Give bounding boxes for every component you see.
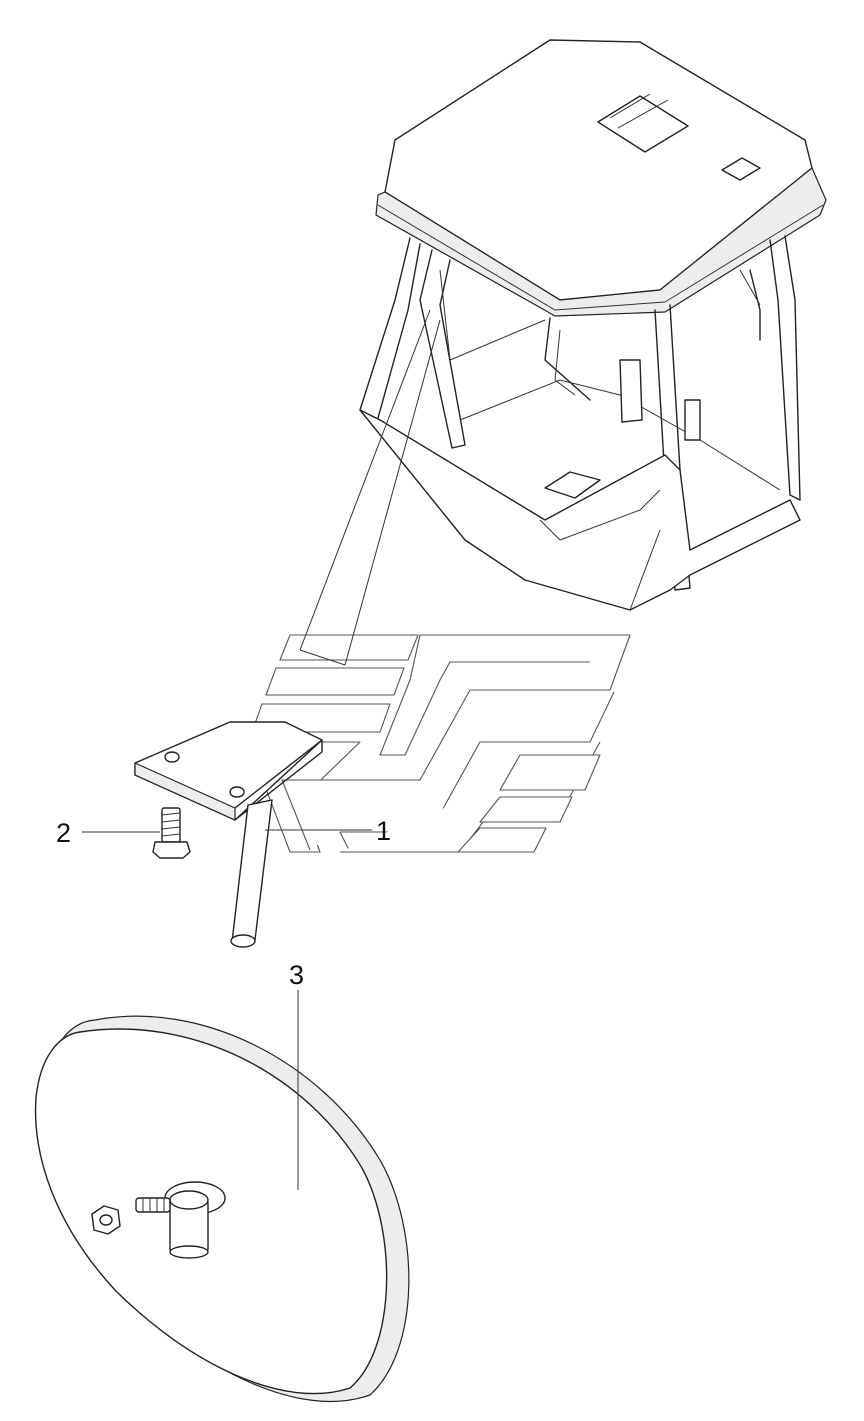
logo-watermark-icon <box>251 634 631 853</box>
callout-1-label: 1 <box>376 816 391 846</box>
mirror-bracket-icon <box>134 721 323 948</box>
operator-cab-icon <box>359 39 827 611</box>
callout-3: 3 <box>289 960 304 1190</box>
callout-2: 2 <box>56 818 160 848</box>
callout-1: 1 <box>265 816 391 846</box>
callout-3-label: 3 <box>289 960 304 990</box>
bolt-icon <box>152 807 191 859</box>
rearview-mirror-icon <box>34 1015 410 1403</box>
assembly-lines <box>299 309 661 666</box>
callout-2-label: 2 <box>56 818 71 848</box>
